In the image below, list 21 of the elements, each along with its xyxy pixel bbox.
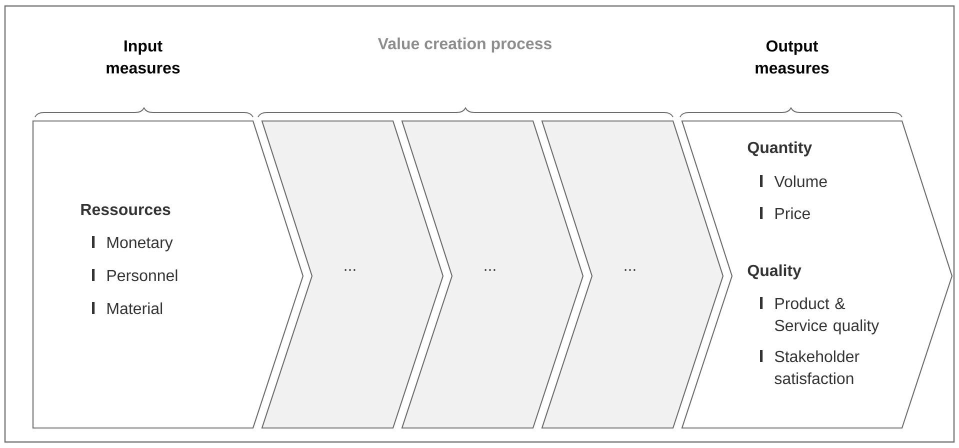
chevron-shape	[32, 120, 304, 429]
heading: Quantity	[748, 141, 812, 156]
heading: Input measures	[106, 40, 180, 74]
heading: Output measures	[756, 40, 829, 74]
ellipsis: ...	[484, 269, 496, 271]
chevron-shape	[261, 120, 444, 429]
bullet-item: Volume	[760, 175, 827, 188]
heading: Value creation process	[378, 38, 552, 52]
heading: Quality	[748, 264, 802, 280]
bullet-item: Material	[92, 302, 162, 314]
chevron-shape	[541, 120, 724, 429]
ellipsis: ...	[344, 269, 356, 271]
bullet-item: Product & Service quality	[760, 297, 880, 334]
heading: Ressources	[81, 204, 170, 216]
bullet-item: Monetary	[92, 236, 173, 252]
bullet-item: Personnel	[92, 269, 178, 282]
bullet-item: Price	[760, 207, 810, 220]
chevron-shape	[401, 120, 584, 429]
chevron-shape	[681, 120, 953, 429]
ellipsis: ...	[624, 269, 636, 271]
bullet-item: Stakeholder satisfaction	[760, 350, 860, 384]
